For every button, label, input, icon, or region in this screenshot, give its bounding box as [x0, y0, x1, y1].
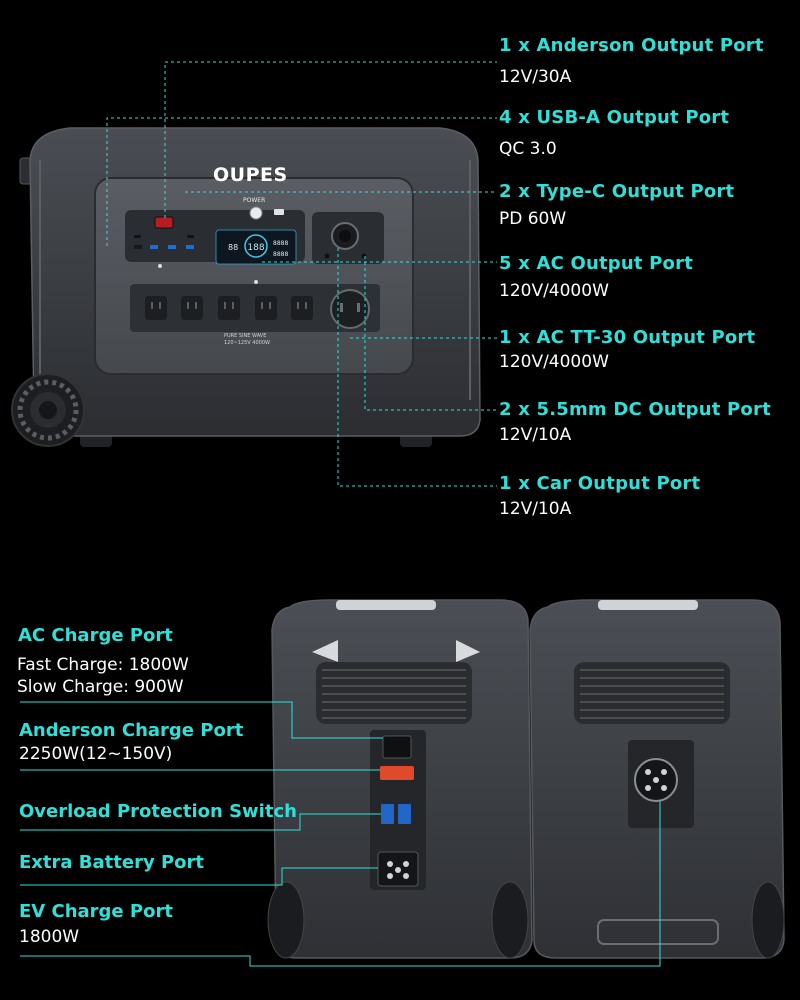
back-leader-lines: [20, 701, 661, 967]
callout-type-c-spec: PD 60W: [499, 209, 567, 229]
svg-text:8888: 8888: [273, 251, 288, 258]
callout-ac-output-spec: 120V/4000W: [499, 281, 609, 301]
callout-usb-a-spec: QC 3.0: [499, 139, 557, 159]
callout-anderson-output-title: 1 x Anderson Output Port: [499, 35, 764, 56]
callout-anderson-charge-line-1: 2250W(12~150V): [19, 744, 173, 764]
callout-type-c-title: 2 x Type-C Output Port: [499, 181, 735, 202]
callout-anderson-output-spec: 12V/30A: [499, 67, 572, 87]
front-leader-lines: [106, 61, 497, 487]
callout-overload-title: Overload Protection Switch: [19, 801, 297, 822]
pure-sine-label: PURE SINE WAVE: [224, 333, 267, 339]
callout-tt30-spec: 120V/4000W: [499, 352, 609, 372]
callout-car-spec: 12V/10A: [499, 499, 572, 519]
callout-ac-output-title: 5 x AC Output Port: [499, 253, 694, 274]
svg-text:188: 188: [247, 243, 264, 253]
back-unit-left: [267, 599, 533, 959]
rated-label: 120~125V 4000W: [224, 340, 270, 346]
power-label: POWER: [243, 197, 266, 204]
callout-anderson-charge-title: Anderson Charge Port: [19, 720, 244, 741]
usb-a-port-3: [168, 245, 176, 249]
usb-c-port-2: [187, 235, 194, 238]
power-button[interactable]: [249, 206, 263, 220]
callout-ev-charge-title: EV Charge Port: [19, 901, 173, 922]
callout-ac-charge-title: AC Charge Port: [18, 625, 173, 646]
ac-charge-port: [382, 735, 412, 759]
callout-usb-a-title: 4 x USB-A Output Port: [499, 107, 730, 128]
carry-handle-left: [336, 600, 436, 610]
callout-ac-charge-line-2: Slow Charge: 900W: [17, 677, 184, 697]
lcd-screen: [215, 229, 297, 265]
overload-switch-1[interactable]: [381, 804, 394, 824]
callout-dc-title: 2 x 5.5mm DC Output Port: [499, 399, 771, 420]
svg-text:8888: 8888: [273, 240, 288, 247]
callout-extra-battery-title: Extra Battery Port: [19, 852, 205, 873]
callout-car-title: 1 x Car Output Port: [499, 473, 701, 494]
brand-logo: OUPES: [213, 164, 288, 186]
anderson-output-port: [154, 216, 174, 229]
callout-tt30-title: 1 x AC TT-30 Output Port: [499, 327, 756, 348]
overload-switch-2[interactable]: [398, 804, 411, 824]
dc-port-1: [324, 253, 330, 259]
usb-c-port-1: [134, 235, 141, 238]
svg-text:88: 88: [228, 243, 238, 252]
back-unit-right: [529, 599, 785, 959]
usb-a-port-4: [186, 245, 194, 249]
ac-outlets: [145, 296, 313, 320]
carry-handle-right: [598, 600, 698, 610]
anderson-charge-port: [380, 766, 414, 780]
callout-dc-spec: 12V/10A: [499, 425, 572, 445]
usb-a-port-2: [150, 245, 158, 249]
front-wheel: [11, 373, 85, 447]
front-power-station: 188 88 8888 8888: [11, 127, 481, 447]
usb-a-port-1: [134, 245, 142, 249]
tt30-outlet: [330, 289, 370, 329]
callout-ev-charge-line-1: 1800W: [19, 927, 80, 947]
callout-ac-charge-line-1: Fast Charge: 1800W: [17, 655, 189, 675]
dc-port-2: [361, 253, 367, 259]
